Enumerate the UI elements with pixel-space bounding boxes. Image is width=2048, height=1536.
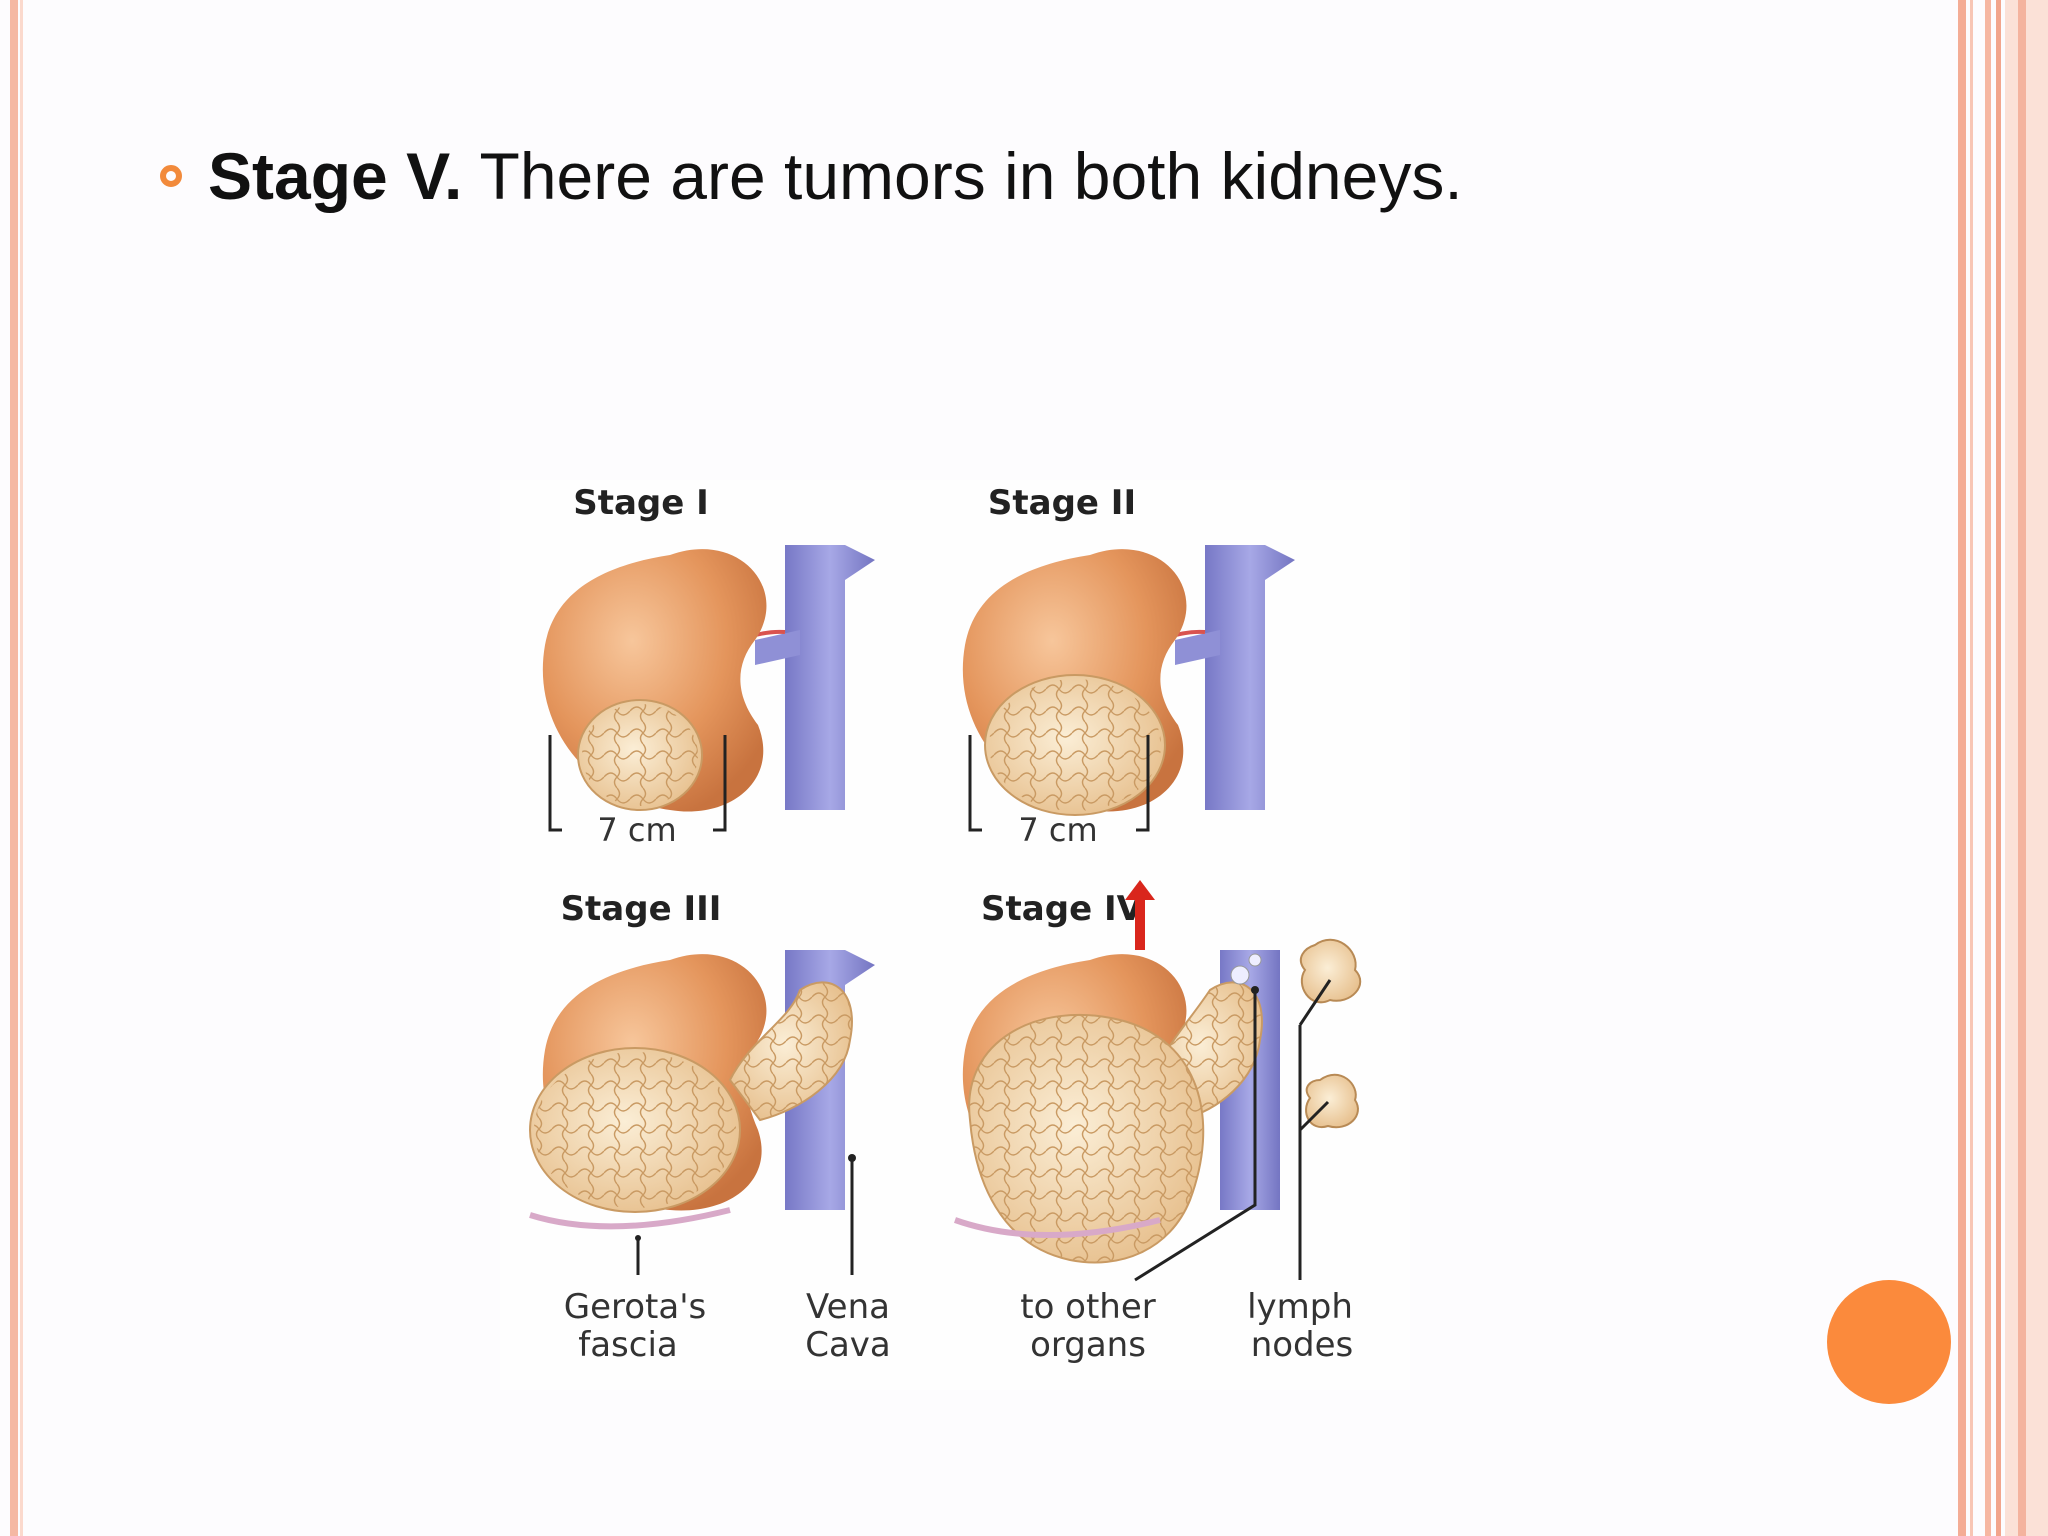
- gerota-fascia-shape: [954, 1217, 1161, 1238]
- stage-2-title: Stage II: [988, 483, 1136, 523]
- other-organs-pointer-line: [1134, 990, 1257, 1282]
- tumor-texture: [969, 1014, 1204, 1263]
- frame-right-stripe: [1985, 0, 1991, 1536]
- gerota-fascia-shape: [529, 1207, 731, 1230]
- lymph-node-shape: [1299, 938, 1362, 1004]
- frame-right-stripe: [1996, 0, 2001, 1536]
- tumor-cell-dot: [1230, 965, 1250, 985]
- stage-1-panel: Stage I 7 cm: [542, 483, 875, 849]
- size-label-7cm: 7 cm: [597, 811, 676, 849]
- size-bracket: [548, 735, 727, 832]
- next-slide-dot-icon[interactable]: [1827, 1280, 1951, 1404]
- kidney-stages-illustration: Stage I 7 cm Stage II: [500, 480, 1410, 1390]
- pointer-dot: [848, 1154, 856, 1162]
- vena-cava-shape: [1205, 545, 1295, 810]
- bullet-item: Stage V. There are tumors in both kidney…: [160, 136, 1463, 216]
- stage-3-panel: Stage III: [529, 889, 875, 1275]
- lymph-node-shape: [1305, 1073, 1359, 1129]
- size-label-7cm: 7 cm: [1018, 811, 1097, 849]
- lymph-nodes-pointer-line: [1298, 979, 1332, 1280]
- pointer-dot: [635, 1235, 641, 1241]
- illustration-svg: Stage I 7 cm Stage II: [529, 483, 1362, 1365]
- renal-vein-shape: [1175, 630, 1220, 665]
- frame-right-stripe: [1970, 0, 1973, 1536]
- pointer-dot: [1251, 986, 1259, 994]
- tumor-texture: [582, 704, 698, 806]
- frame-right-stripe: [2018, 0, 2026, 1536]
- label-vena-line1: Vena: [806, 1287, 890, 1327]
- frame-right-stripe: [1958, 0, 1966, 1536]
- bullet-bold-lead: Stage V.: [208, 139, 463, 213]
- tumor-texture: [730, 982, 852, 1120]
- label-lymph-line1: lymph: [1247, 1287, 1353, 1327]
- tumor-cell-dot: [1248, 953, 1262, 967]
- stage-4-title: Stage IV: [981, 889, 1144, 929]
- label-lymph-line2: nodes: [1251, 1325, 1354, 1365]
- tumor-texture: [534, 1052, 736, 1208]
- frame-left-border: [10, 0, 18, 1536]
- bullet-text: Stage V. There are tumors in both kidney…: [208, 138, 1463, 214]
- metastasis-arrow-icon: [1125, 880, 1155, 950]
- tumor-texture: [989, 679, 1161, 811]
- label-organs-line2: organs: [1030, 1325, 1146, 1365]
- tumor-outline: [577, 699, 703, 811]
- label-organs-line1: to other: [1020, 1287, 1156, 1327]
- stage-1-title: Stage I: [573, 483, 709, 523]
- frame-right-band: [2005, 0, 2048, 1536]
- stage-4-panel: Stage IV: [954, 880, 1362, 1282]
- label-vena-line2: Cava: [805, 1325, 891, 1365]
- vena-cava-shape: [785, 545, 875, 810]
- renal-vein-shape: [755, 630, 800, 665]
- frame-left-border-inner: [20, 0, 23, 1536]
- label-gerota-line2: fascia: [578, 1325, 678, 1365]
- ring-bullet-icon: [160, 165, 182, 187]
- bullet-body-text: There are tumors in both kidneys.: [462, 139, 1463, 213]
- stage-2-panel: Stage II 7 cm: [962, 483, 1295, 849]
- label-gerota-line1: Gerota's: [564, 1287, 707, 1327]
- size-bracket: [968, 735, 1150, 832]
- stage-3-title: Stage III: [561, 889, 722, 929]
